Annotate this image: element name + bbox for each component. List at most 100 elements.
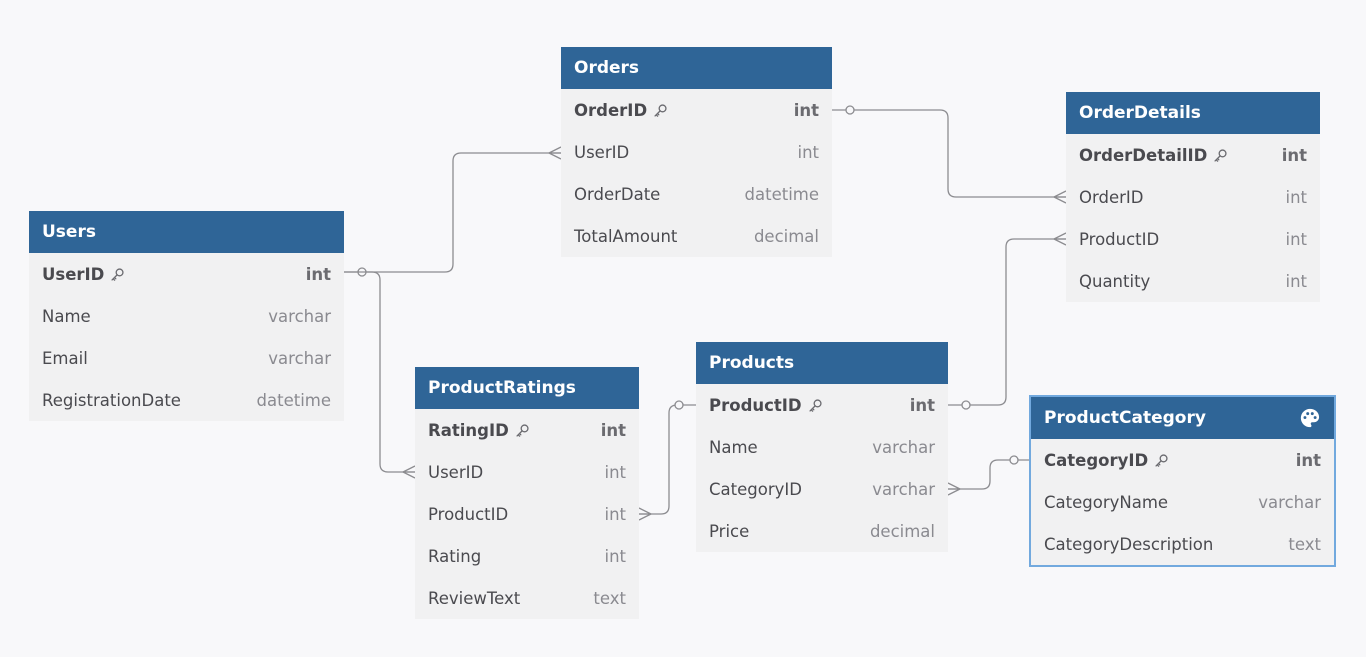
field-type: varchar (268, 348, 331, 368)
table-products[interactable]: Products ProductID int Name varchar Cate… (696, 342, 948, 552)
edge-end-many (1053, 232, 1067, 246)
key-icon (1213, 148, 1228, 163)
field-name: RegistrationDate (42, 390, 181, 410)
field-name: UserID (42, 264, 105, 284)
field-row[interactable]: UserID int (29, 253, 344, 295)
field-row[interactable]: CategoryName varchar (1031, 481, 1334, 523)
field-name: ProductID (709, 395, 802, 415)
field-name: OrderDate (574, 184, 661, 204)
field-type: decimal (869, 521, 935, 541)
field-name: CategoryID (709, 479, 802, 499)
field-row[interactable]: Rating int (415, 535, 639, 577)
field-row[interactable]: TotalAmount decimal (561, 215, 832, 257)
field-row[interactable]: ProductID int (1066, 218, 1320, 260)
field-name: Quantity (1079, 271, 1151, 291)
edge-productcategory-products (948, 459, 1031, 490)
table-header[interactable]: ProductCategory (1031, 397, 1334, 439)
field-row[interactable]: RegistrationDate datetime (29, 379, 344, 421)
field-type: int (793, 100, 819, 120)
field-row[interactable]: UserID int (561, 131, 832, 173)
field-type: datetime (744, 184, 819, 204)
table-title: Users (42, 222, 96, 242)
table-header[interactable]: Orders (561, 47, 832, 89)
field-row[interactable]: Name varchar (696, 426, 948, 468)
field-type: int (604, 546, 626, 566)
table-users[interactable]: Users UserID int Name varchar Email varc… (29, 211, 344, 421)
field-row[interactable]: CategoryID int (1031, 439, 1334, 481)
table-orders[interactable]: Orders OrderID int UserID int OrderDate … (561, 47, 832, 257)
field-name: CategoryDescription (1044, 534, 1214, 554)
field-name: Rating (428, 546, 482, 566)
edge-end-many (638, 507, 652, 521)
edge-end-one (961, 400, 971, 410)
table-header[interactable]: Users (29, 211, 344, 253)
field-name: Email (42, 348, 88, 368)
edge-end-one (357, 267, 367, 277)
table-header[interactable]: ProductRatings (415, 367, 639, 409)
field-row[interactable]: OrderDetailID int (1066, 134, 1320, 176)
field-name: Name (42, 306, 91, 326)
field-type: datetime (256, 390, 331, 410)
field-type: varchar (1258, 492, 1321, 512)
field-row[interactable]: CategoryDescription text (1031, 523, 1334, 565)
field-row[interactable]: ProductID int (696, 384, 948, 426)
field-type: varchar (872, 479, 935, 499)
field-name: CategoryName (1044, 492, 1169, 512)
edge-end-many (947, 482, 961, 496)
field-name: RatingID (428, 420, 509, 440)
field-row[interactable]: Quantity int (1066, 260, 1320, 302)
field-row[interactable]: Email varchar (29, 337, 344, 379)
edge-products-productratings (639, 404, 696, 515)
field-type: int (909, 395, 935, 415)
field-type: int (604, 504, 626, 524)
field-row[interactable]: CategoryID varchar (696, 468, 948, 510)
table-orderdetails[interactable]: OrderDetails OrderDetailID int OrderID i… (1066, 92, 1320, 302)
field-name: UserID (574, 142, 630, 162)
edge-users-orders (344, 152, 561, 273)
table-title: ProductRatings (428, 378, 576, 398)
table-productcategory[interactable]: ProductCategory CategoryID int CategoryN… (1029, 395, 1336, 567)
field-row[interactable]: Name varchar (29, 295, 344, 337)
field-type: int (797, 142, 819, 162)
field-name: UserID (428, 462, 484, 482)
field-name: OrderID (574, 100, 648, 120)
field-row[interactable]: UserID int (415, 451, 639, 493)
field-row[interactable]: OrderDate datetime (561, 173, 832, 215)
key-icon (653, 103, 668, 118)
field-row[interactable]: ReviewText text (415, 577, 639, 619)
field-row[interactable]: OrderID int (561, 89, 832, 131)
table-header[interactable]: Products (696, 342, 948, 384)
edge-end-many (402, 465, 416, 479)
field-type: varchar (872, 437, 935, 457)
key-icon (808, 398, 823, 413)
edge-end-one (674, 400, 684, 410)
field-type: int (305, 264, 331, 284)
field-row[interactable]: OrderID int (1066, 176, 1320, 218)
edge-end-one (845, 105, 855, 115)
field-name: OrderDetailID (1079, 145, 1208, 165)
field-name: Name (709, 437, 758, 457)
field-type: int (1285, 187, 1307, 207)
field-row[interactable]: Price decimal (696, 510, 948, 552)
field-type: int (1285, 229, 1307, 249)
key-icon (1154, 453, 1169, 468)
palette-icon[interactable] (1299, 407, 1321, 429)
field-type: int (1285, 271, 1307, 291)
edge-orders-orderdetails (832, 109, 1066, 198)
table-productratings[interactable]: ProductRatings RatingID int UserID int P… (415, 367, 639, 619)
table-title: OrderDetails (1079, 103, 1201, 123)
field-type: int (600, 420, 626, 440)
field-type: int (1281, 145, 1307, 165)
field-name: OrderID (1079, 187, 1144, 207)
field-row[interactable]: RatingID int (415, 409, 639, 451)
edge-end-one (1009, 455, 1019, 465)
field-type: int (604, 462, 626, 482)
field-type: text (593, 588, 626, 608)
field-type: varchar (268, 306, 331, 326)
field-row[interactable]: ProductID int (415, 493, 639, 535)
field-name: ReviewText (428, 588, 521, 608)
key-icon (515, 423, 530, 438)
field-type: text (1288, 534, 1321, 554)
table-header[interactable]: OrderDetails (1066, 92, 1320, 134)
